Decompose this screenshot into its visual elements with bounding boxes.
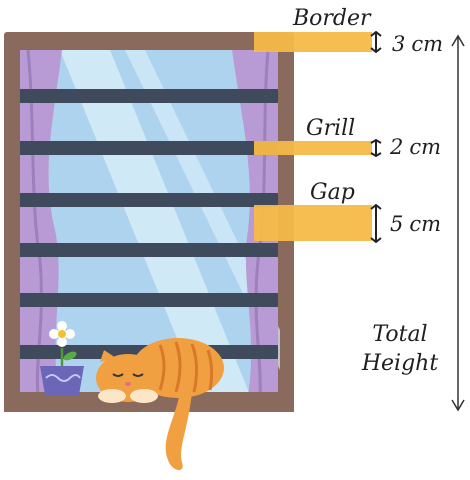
curtain-left (20, 50, 62, 395)
grill-bar (20, 141, 278, 155)
gap-unit: cm (409, 212, 442, 236)
grill-highlight-band (254, 141, 372, 155)
border-unit: cm (411, 32, 444, 56)
grill-bar (20, 293, 278, 307)
border-label: Border (293, 6, 371, 31)
dimension-bracket-icon (370, 138, 382, 158)
border-value: 3 (392, 32, 406, 56)
grill-bar (20, 193, 278, 207)
gap-label: Gap (310, 180, 355, 205)
dimension-bracket-icon (370, 30, 382, 54)
gap-highlight-band (254, 205, 372, 241)
border-highlight-band (254, 32, 372, 52)
gap-value: 5 (390, 212, 404, 236)
total-height-line1: Total (372, 322, 428, 347)
total-height-label: Total Height (350, 320, 450, 378)
grill-unit: cm (409, 135, 442, 159)
grill-bar (20, 89, 278, 103)
grill-value: 2 (390, 135, 404, 159)
dimension-bracket-icon (370, 203, 382, 244)
flower-pot-icon (40, 321, 84, 395)
glass-reflection (60, 50, 250, 395)
glass-reflection (125, 50, 280, 370)
double-arrow-icon (451, 34, 465, 412)
grill-label: Grill (306, 116, 356, 141)
grill-bar (20, 243, 278, 257)
total-height-line2: Height (361, 351, 439, 376)
sleeping-cat-icon (96, 338, 224, 471)
